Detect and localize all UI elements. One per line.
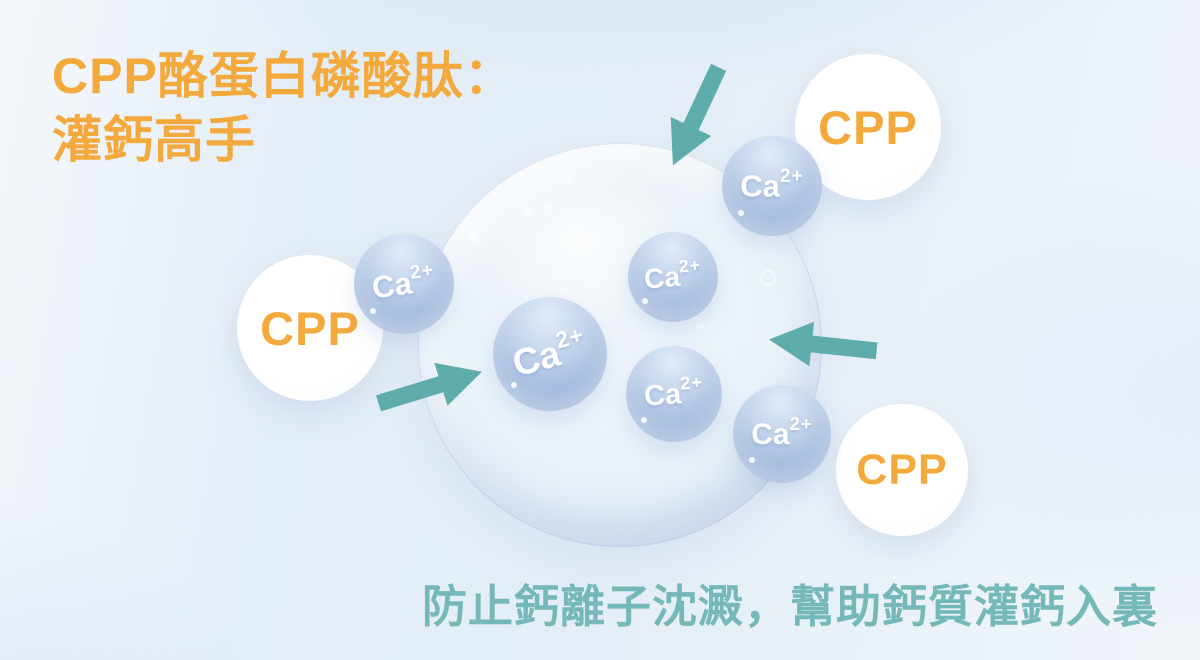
arrow-right-into-bubble-icon — [375, 362, 482, 412]
bubble-speck — [565, 174, 571, 180]
calcium-ion-sphere-bottom-right: Ca2+ — [733, 385, 831, 483]
ion-symbol: Ca — [643, 378, 683, 413]
bubble-speck — [468, 232, 478, 242]
cpp-circle-bottom-right: CPP — [836, 404, 968, 536]
arrow-down-into-bubble-icon — [670, 63, 727, 166]
bubble-speck — [526, 209, 533, 216]
bubble-speck — [696, 322, 704, 330]
ion-symbol: Ca — [642, 261, 682, 296]
ion-charge: 2+ — [679, 372, 704, 394]
ion-charge: 2+ — [779, 166, 804, 188]
cpp-circle-top-right: CPP — [795, 54, 941, 200]
bubble-speck — [760, 270, 776, 286]
cpp-label: CPP — [856, 445, 948, 494]
title-line-1: CPP酪蛋白磷酸肽： — [52, 48, 515, 104]
caption-text: 防止鈣離子沈澱，幫助鈣質灌鈣入裏 — [421, 581, 1158, 632]
bubble-speck — [547, 205, 553, 211]
calcium-ion-label: Ca2+ — [643, 372, 705, 413]
ion-symbol: Ca — [370, 265, 415, 306]
calcium-ion-sphere-center-top: Ca2+ — [628, 232, 718, 322]
page-title: CPP酪蛋白磷酸肽： 灌鈣高手 — [52, 44, 515, 172]
calcium-ion-label: Ca2+ — [642, 255, 703, 296]
ion-symbol: Ca — [751, 418, 790, 451]
calcium-ion-label: Ca2+ — [740, 167, 804, 204]
arrow-left-into-bubble-icon — [769, 321, 878, 367]
calcium-ion-label: Ca2+ — [751, 414, 813, 451]
calcium-ion-sphere-top-right: Ca2+ — [722, 136, 822, 236]
ion-charge: 2+ — [678, 255, 702, 278]
calcium-ion-sphere-left: Ca2+ — [354, 234, 454, 334]
calcium-ion-label: Ca2+ — [370, 260, 437, 306]
calcium-ion-sphere-center-left: Ca2+ — [493, 297, 607, 411]
cpp-circle-left: CPP — [237, 255, 383, 401]
title-line-2: 灌鈣高手 — [52, 112, 256, 168]
cpp-label: CPP — [260, 301, 360, 355]
ion-charge: 2+ — [409, 260, 436, 285]
ion-charge: 2+ — [789, 413, 813, 435]
calcium-ion-label: Ca2+ — [508, 320, 592, 384]
ion-charge: 2+ — [552, 320, 587, 353]
calcium-ion-sphere-center-bottom: Ca2+ — [626, 346, 722, 442]
cpp-label: CPP — [818, 100, 918, 154]
ion-symbol: Ca — [740, 168, 780, 204]
